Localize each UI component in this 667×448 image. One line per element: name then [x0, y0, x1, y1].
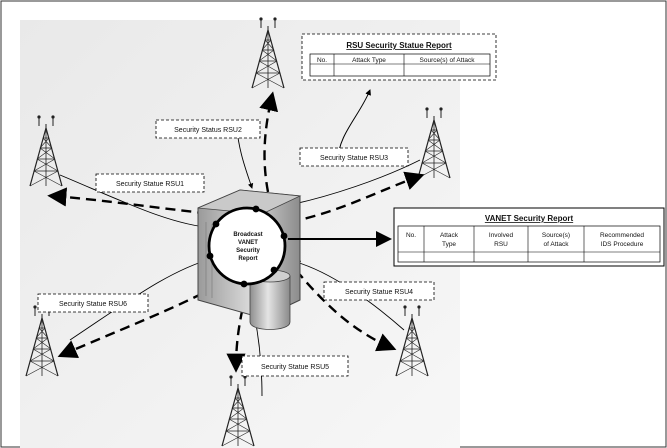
vanet-header-recommended-2: IDS Procedure [601, 241, 644, 248]
rsu-report-title: RSU Security Statue Report [346, 41, 452, 50]
rsu-report-table: RSU Security Statue Report No. Attack Ty… [301, 33, 497, 81]
label-rsu1: Security Statue RSU1 [95, 173, 205, 193]
vanet-header-involved-2: RSU [494, 241, 508, 248]
server-caption-line4: Report [238, 256, 257, 262]
vanet-header-no: No. [406, 232, 416, 239]
label-rsu6-text: Security Statue RSU6 [59, 301, 127, 308]
vanet-report-table: VANET Security Report No. Attack Type In… [393, 207, 665, 267]
label-rsu3: Security Statue RSU3 [299, 147, 409, 167]
rsu-report-header-attack-type: Attack Type [352, 57, 386, 64]
label-rsu1-text: Security Statue RSU1 [116, 181, 184, 188]
rsu-report-header-no: No. [317, 57, 327, 64]
server-caption-line2: VANET [238, 240, 258, 246]
server-caption-line3: Security [236, 248, 260, 254]
vanet-report-title: VANET Security Report [485, 214, 574, 223]
server-caption: Broadcast VANET Security Report [233, 232, 262, 262]
label-rsu6: Security Statue RSU6 [37, 293, 149, 313]
label-rsu5: Security Statue RSU5 [241, 355, 349, 377]
label-rsu2: Security Status RSU2 [155, 119, 261, 139]
label-rsu4-text: Security Statue RSU4 [345, 289, 413, 296]
server-caption-line1: Broadcast [233, 232, 262, 238]
rsu-report-header-source: Source(s) of Attack [420, 57, 476, 64]
label-rsu4: Security Statue RSU4 [323, 281, 435, 301]
label-rsu3-text: Security Statue RSU3 [320, 155, 388, 162]
server-icon [197, 189, 302, 330]
label-rsu2-text: Security Status RSU2 [174, 127, 242, 134]
vanet-header-recommended-1: Recommended [600, 232, 644, 239]
vanet-header-source-1: Source(s) [542, 232, 570, 239]
vanet-header-source-2: of Attack [544, 241, 570, 248]
vanet-header-attack-2: Type [442, 241, 456, 248]
label-rsu5-text: Security Statue RSU5 [261, 364, 329, 371]
vanet-header-attack-1: Attack [440, 232, 459, 239]
vanet-header-involved-1: Involved [489, 232, 514, 239]
